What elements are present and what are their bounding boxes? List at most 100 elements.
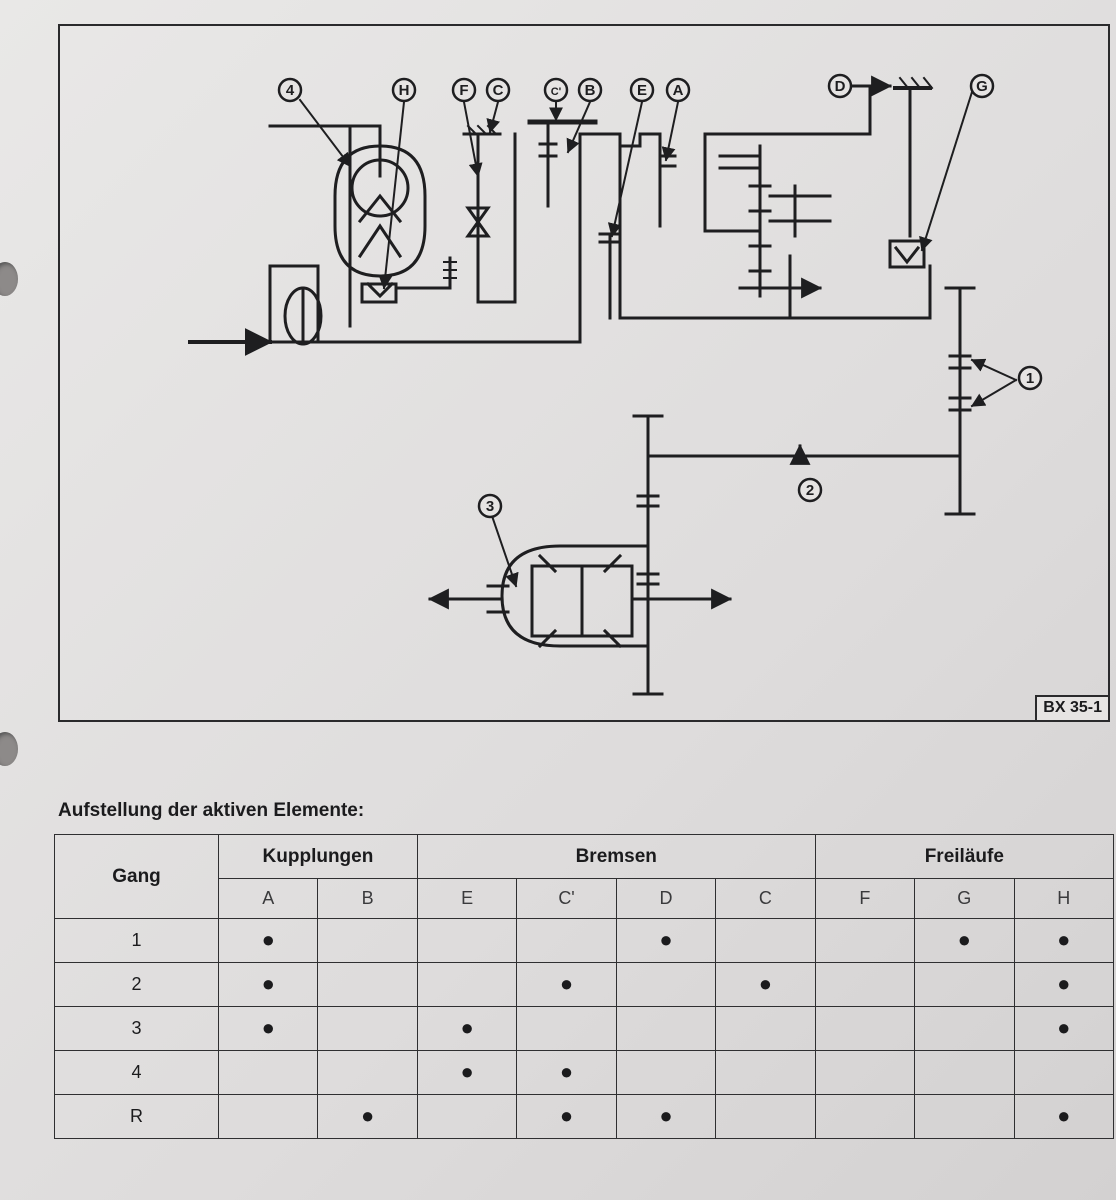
column-header: C' — [516, 878, 617, 919]
element-cell: ● — [217, 1006, 319, 1051]
element-cell: ● — [1013, 1006, 1114, 1051]
column-header: A — [217, 878, 319, 919]
diagram-label: C — [493, 82, 504, 99]
element-cell — [615, 962, 717, 1007]
column-header: H — [1013, 878, 1114, 919]
element-cell — [814, 962, 916, 1007]
figure-reference: BX 35-1 — [1035, 695, 1108, 720]
element-cell — [914, 1050, 1015, 1095]
diagram-label: 3 — [486, 498, 494, 515]
element-cell — [217, 1094, 319, 1139]
element-cell: ● — [217, 918, 319, 963]
diagram-label-circle — [391, 77, 417, 103]
diagram-label: D — [835, 78, 846, 95]
element-cell — [416, 1094, 518, 1139]
diagram-label: F — [459, 82, 468, 99]
active-dot: ● — [659, 927, 673, 952]
column-header: G — [914, 878, 1015, 919]
diagram-label-circle — [577, 77, 603, 103]
element-cell — [914, 962, 1015, 1007]
element-cell — [516, 918, 617, 963]
table-row: 3 ● ● ● — [54, 1006, 1114, 1051]
group-brakes: Bremsen — [416, 834, 816, 879]
active-dot: ● — [957, 927, 971, 952]
diagram-label: 4 — [286, 82, 295, 99]
column-header: E — [416, 878, 518, 919]
element-cell: ● — [516, 1050, 617, 1095]
diagram-label-circle — [665, 77, 691, 103]
element-cell — [516, 1006, 617, 1051]
diagram-label-circle — [277, 77, 303, 103]
element-cell — [715, 1050, 816, 1095]
diagram-label: 2 — [806, 482, 814, 499]
active-dot: ● — [460, 1015, 474, 1040]
element-cell — [715, 1006, 816, 1051]
element-cell: ● — [516, 962, 617, 1007]
gear-cell: R — [54, 1094, 219, 1139]
element-cell: ● — [1013, 962, 1114, 1007]
punch-hole — [0, 732, 18, 766]
table-row: R●●●● — [54, 1094, 1114, 1139]
element-cell — [615, 1006, 717, 1051]
element-cell: ● — [217, 962, 319, 1007]
element-cell — [814, 918, 916, 963]
element-cell — [715, 918, 816, 963]
element-cell — [416, 918, 518, 963]
element-cell — [317, 1006, 418, 1051]
active-dot: ● — [261, 971, 275, 996]
diagram-label: B — [585, 82, 596, 99]
table-row: 2 ● ● ● ● — [54, 962, 1114, 1007]
element-cell — [914, 1094, 1015, 1139]
active-dot: ● — [261, 927, 275, 952]
column-header: F — [814, 878, 916, 919]
element-cell — [914, 1006, 1015, 1051]
element-cell: ● — [615, 1094, 717, 1139]
gear-cell: 2 — [54, 962, 219, 1007]
active-dot: ● — [261, 1015, 275, 1040]
element-cell — [317, 1050, 418, 1095]
element-cell: ● — [1013, 1094, 1114, 1139]
element-cell: ● — [416, 1050, 518, 1095]
gear-cell: 4 — [54, 1050, 219, 1095]
element-cell — [317, 962, 418, 1007]
gear-cell: 1 — [54, 918, 219, 963]
element-cell — [814, 1094, 916, 1139]
table-row: 4 ● ● — [54, 1050, 1114, 1095]
diagram-label-circle — [451, 77, 477, 103]
active-dot: ● — [1057, 971, 1071, 996]
gear-cell: 3 — [54, 1006, 219, 1051]
diagram-label: C' — [551, 86, 562, 98]
element-cell — [416, 962, 518, 1007]
element-cell — [615, 1050, 717, 1095]
element-cell — [1013, 1050, 1114, 1095]
diagram-label: H — [399, 82, 410, 99]
diagram-label: E — [637, 82, 647, 99]
active-dot: ● — [758, 971, 773, 996]
group-freewheels: Freiläufe — [814, 834, 1115, 879]
element-cell — [814, 1006, 916, 1051]
column-header: B — [317, 878, 418, 919]
diagram-label-circle — [477, 493, 503, 519]
diagram-label-circle — [629, 77, 655, 103]
active-dot: ● — [1057, 1015, 1071, 1040]
active-dot: ● — [460, 1059, 474, 1084]
table-heading: Aufstellung der aktiven Elemente: — [58, 800, 365, 821]
element-cell: ● — [416, 1006, 518, 1051]
element-cell — [317, 918, 418, 963]
diagram-label-circle — [1017, 365, 1043, 391]
table-row: 1●●●● — [54, 918, 1114, 963]
column-header: D — [615, 878, 717, 919]
element-cell: ● — [715, 962, 816, 1007]
diagram-label-circle — [543, 77, 569, 103]
active-dot: ● — [361, 1103, 375, 1128]
element-cell: ● — [516, 1094, 617, 1139]
diagram-label-circle — [969, 73, 995, 99]
active-dot: ● — [559, 971, 574, 996]
element-cell: ● — [615, 918, 717, 963]
diagram-label: 1 — [1026, 370, 1034, 387]
diagram-label-circle — [827, 73, 853, 99]
diagram-label: G — [976, 78, 988, 95]
punch-hole — [0, 262, 18, 296]
